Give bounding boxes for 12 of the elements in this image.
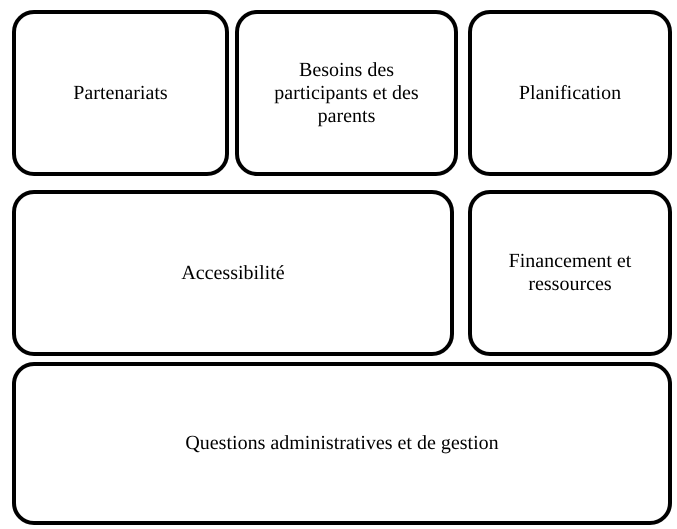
topic-box — [468, 10, 672, 176]
topic-box — [12, 362, 672, 525]
box-label: Financement et ressources — [508, 250, 632, 296]
box-label: Besoins des participants et des parents — [273, 58, 420, 128]
topic-box — [12, 10, 229, 176]
box-label: Accessibilité — [181, 262, 285, 284]
topic-box — [468, 190, 672, 356]
box-label: Partenariats — [73, 82, 168, 104]
box-label: Questions administratives et de gestion — [185, 432, 499, 455]
topic-box — [235, 10, 458, 176]
topic-box — [12, 190, 454, 356]
box-label: Planification — [518, 82, 622, 104]
